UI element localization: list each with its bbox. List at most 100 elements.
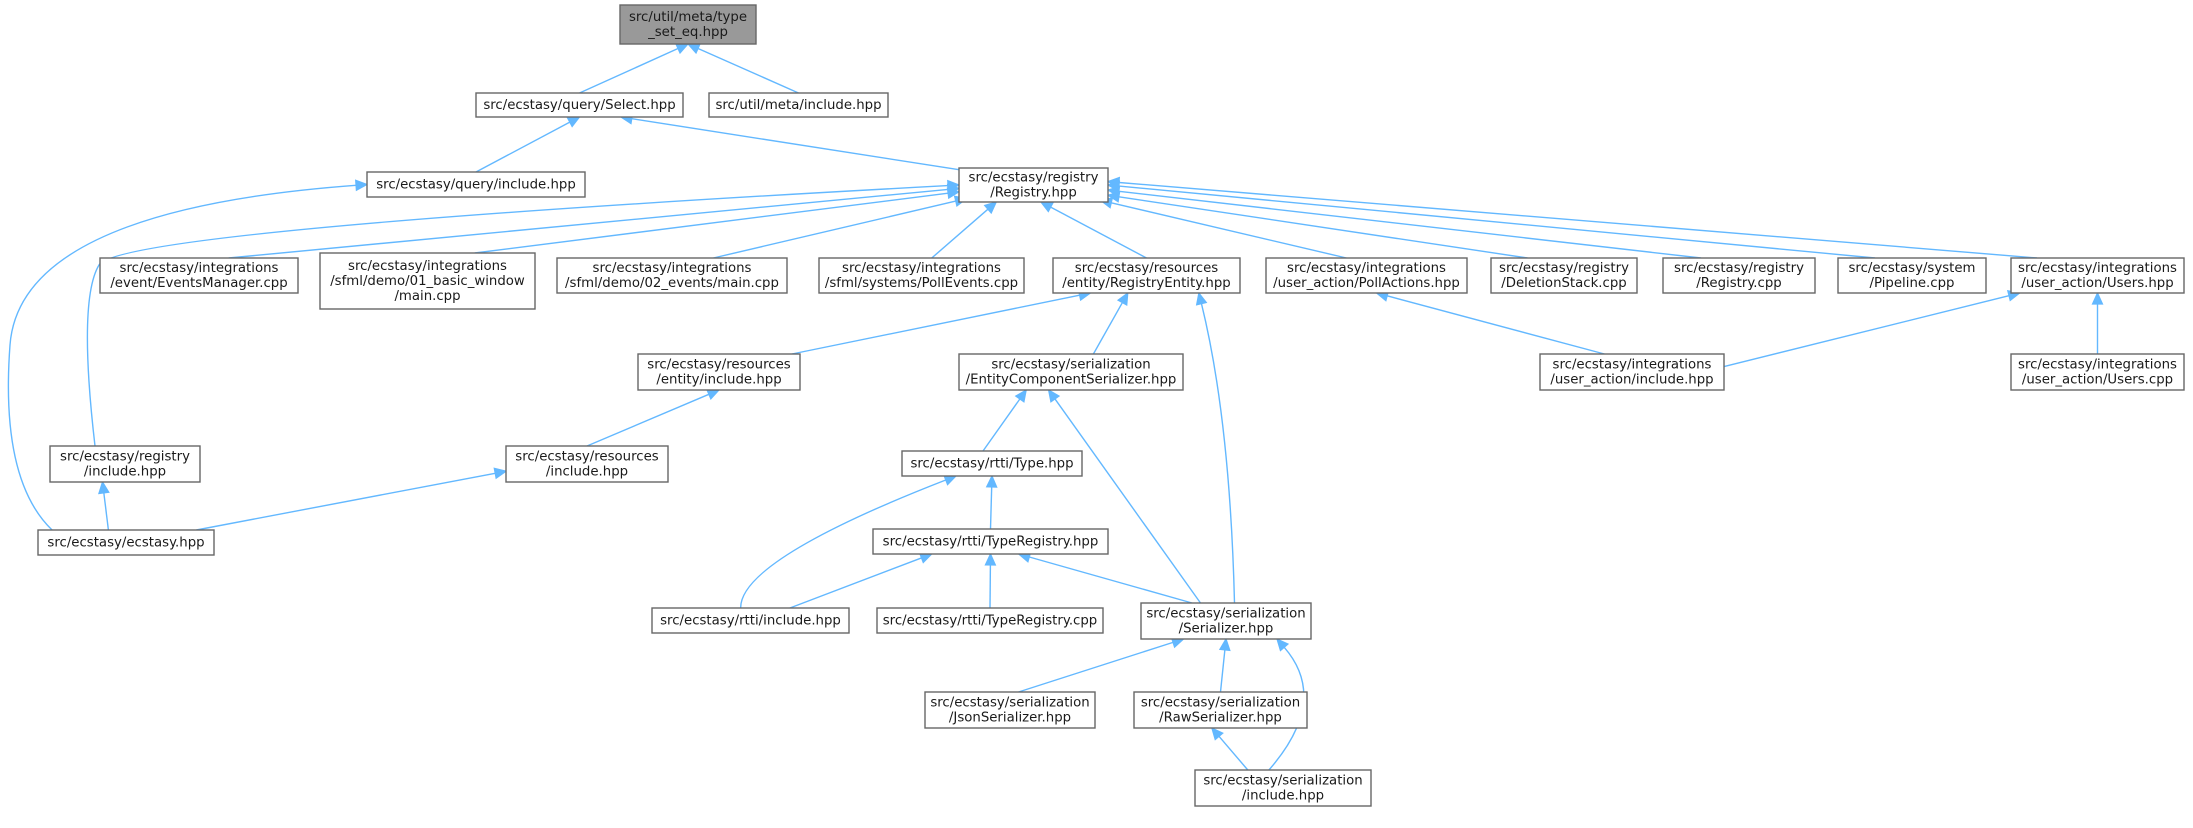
node-type-registry-cpp[interactable]: src/ecstasy/rtti/TypeRegistry.cpp <box>876 607 1104 634</box>
node-meta-include[interactable]: src/util/meta/include.hpp <box>708 92 889 118</box>
node-box <box>505 445 669 483</box>
node-box <box>924 691 1096 729</box>
edge-rtti_include-to-rtti_type <box>739 479 947 609</box>
node-users-cpp[interactable]: src/ecstasy/integrations/user_action/Use… <box>2010 353 2185 391</box>
edge-entity_include-to-registry_entity <box>791 294 1080 355</box>
node-label-line: src/ecstasy/rtti/Type.hpp <box>910 457 1073 472</box>
node-registry-cpp[interactable]: src/ecstasy/registry/Registry.cpp <box>1662 257 1816 294</box>
edge-registry_hpp-to-select <box>631 118 960 171</box>
node-box <box>1133 691 1308 729</box>
node-label-line: _set_eq.hpp <box>647 25 728 40</box>
node-users-hpp[interactable]: src/ecstasy/integrations/user_action/Use… <box>2010 257 2185 294</box>
edge-registry_include-to-registry_hpp <box>86 184 949 447</box>
node-demo02[interactable]: src/ecstasy/integrations/sfml/demo/02_ev… <box>556 257 788 294</box>
edge-ecstasy_hpp-to-resources_include <box>196 472 496 531</box>
node-label-line: /Registry.cpp <box>1696 276 1781 291</box>
node-resources-include[interactable]: src/ecstasy/resources/include.hpp <box>505 445 669 483</box>
node-entity-include[interactable]: src/ecstasy/resources/entity/include.hpp <box>637 353 801 391</box>
node-deletion-stack[interactable]: src/ecstasy/registry/DeletionStack.cpp <box>1490 257 1638 294</box>
node-box <box>872 528 1109 555</box>
node-select[interactable]: src/ecstasy/query/Select.hpp <box>475 92 684 118</box>
node-label-line: /entity/include.hpp <box>656 373 781 388</box>
arrowhead <box>1195 291 1208 306</box>
node-box <box>556 257 788 294</box>
node-type-registry-hpp[interactable]: src/ecstasy/rtti/TypeRegistry.hpp <box>872 528 1109 555</box>
node-label-line: src/ecstasy/rtti/include.hpp <box>660 614 841 629</box>
node-label-line: /EntityComponentSerializer.hpp <box>966 373 1177 388</box>
node-box <box>818 257 1025 294</box>
node-label-line: src/ecstasy/query/Select.hpp <box>483 98 675 113</box>
node-user-action-include[interactable]: src/ecstasy/integrations/user_action/inc… <box>1539 353 1725 391</box>
arrowhead <box>493 467 508 480</box>
node-label-line: src/ecstasy/registry <box>1499 261 1629 276</box>
node-query-include[interactable]: src/ecstasy/query/include.hpp <box>366 171 586 198</box>
edge-pipeline-to-registry_hpp <box>1118 185 1876 259</box>
node-box <box>2010 353 2185 391</box>
node-rtti-include[interactable]: src/ecstasy/rtti/include.hpp <box>651 607 850 634</box>
arrowhead <box>947 179 961 192</box>
edge-user_action_include-to-users_hpp <box>1723 294 2010 368</box>
edge-ecstasy_hpp-to-registry_include <box>103 492 110 531</box>
node-label-line: src/ecstasy/serialization <box>1146 607 1305 622</box>
node-registry-include[interactable]: src/ecstasy/registry/include.hpp <box>49 445 201 483</box>
arrowhead <box>1047 388 1061 403</box>
node-pipeline[interactable]: src/ecstasy/system/Pipeline.cpp <box>1837 257 1987 294</box>
node-label-line: src/ecstasy/query/include.hpp <box>376 178 576 193</box>
node-registry-hpp[interactable]: src/ecstasy/registry/Registry.hpp <box>958 167 1109 203</box>
node-ecs-serializer[interactable]: src/ecstasy/serialization/EntityComponen… <box>958 353 1184 391</box>
node-box <box>2010 257 2185 294</box>
node-label-line: src/ecstasy/integrations <box>1287 261 1446 276</box>
node-box <box>619 4 757 45</box>
node-label-line: /sfml/demo/02_events/main.cpp <box>565 276 779 291</box>
node-label-line: /RawSerializer.hpp <box>1159 711 1282 726</box>
node-label-line: src/ecstasy/integrations <box>348 259 507 274</box>
node-box <box>876 607 1104 634</box>
node-rtti-type[interactable]: src/ecstasy/rtti/Type.hpp <box>901 450 1083 477</box>
node-demo01[interactable]: src/ecstasy/integrations/sfml/demo/01_ba… <box>319 252 536 310</box>
node-label-line: src/ecstasy/resources <box>515 450 658 465</box>
node-box <box>319 252 536 310</box>
node-box <box>637 353 801 391</box>
node-raw-serializer[interactable]: src/ecstasy/serialization/RawSerializer.… <box>1133 691 1308 729</box>
node-serialization-include[interactable]: src/ecstasy/serialization/include.hpp <box>1194 769 1372 807</box>
edge-registry_entity-to-registry_hpp <box>1050 206 1147 259</box>
edge-select-to-util_type_set_eq <box>579 47 679 94</box>
nodes-layer: src/util/meta/type_set_eq.hppsrc/ecstasy… <box>37 4 2185 807</box>
node-label-line: src/util/meta/include.hpp <box>715 98 881 113</box>
node-box <box>99 257 299 294</box>
node-label-line: src/ecstasy/integrations <box>1553 358 1712 373</box>
node-label-line: /main.cpp <box>394 289 460 304</box>
edge-users_hpp-to-registry_hpp <box>1118 181 2038 259</box>
node-label-line: src/ecstasy/integrations <box>842 261 1001 276</box>
node-json-serializer[interactable]: src/ecstasy/serialization/JsonSerializer… <box>924 691 1096 729</box>
node-box <box>1490 257 1638 294</box>
node-box <box>708 92 889 118</box>
arrowhead <box>1039 201 1054 213</box>
edge-type_registry_hpp-to-rtti_type <box>989 486 993 530</box>
node-label-line: /Registry.hpp <box>990 186 1077 201</box>
edge-ecstasy_hpp-to-query_include <box>7 184 357 531</box>
arrowhead <box>983 201 998 215</box>
node-events-manager[interactable]: src/ecstasy/integrations/event/EventsMan… <box>99 257 299 294</box>
node-label-line: src/ecstasy/registry <box>1674 261 1804 276</box>
node-serializer-hpp[interactable]: src/ecstasy/serialization/Serializer.hpp <box>1140 602 1312 640</box>
arrowhead <box>1218 637 1231 652</box>
arrowhead <box>1014 388 1028 403</box>
edge-events_manager-to-registry_hpp <box>228 188 949 259</box>
node-poll-events[interactable]: src/ecstasy/integrations/sfml/systems/Po… <box>818 257 1025 294</box>
node-label-line: /include.hpp <box>1242 789 1324 804</box>
edges-layer <box>7 43 2104 771</box>
node-poll-actions[interactable]: src/ecstasy/integrations/user_action/Pol… <box>1265 257 1468 294</box>
edge-poll_events-to-registry_hpp <box>931 208 989 259</box>
node-label-line: src/ecstasy/integrations <box>120 261 279 276</box>
arrowhead <box>706 389 721 400</box>
node-label-line: /user_action/Users.cpp <box>2022 373 2173 388</box>
arrowhead <box>674 43 690 55</box>
node-registry-entity[interactable]: src/ecstasy/resources/entity/RegistryEnt… <box>1052 257 1241 294</box>
node-ecstasy-hpp[interactable]: src/ecstasy/ecstasy.hpp <box>37 529 215 556</box>
node-label-line: src/ecstasy/serialization <box>1203 774 1362 789</box>
node-label-line: /Pipeline.cpp <box>1870 276 1955 291</box>
edge-resources_include-to-entity_include <box>586 393 710 447</box>
arrowhead <box>98 480 110 495</box>
